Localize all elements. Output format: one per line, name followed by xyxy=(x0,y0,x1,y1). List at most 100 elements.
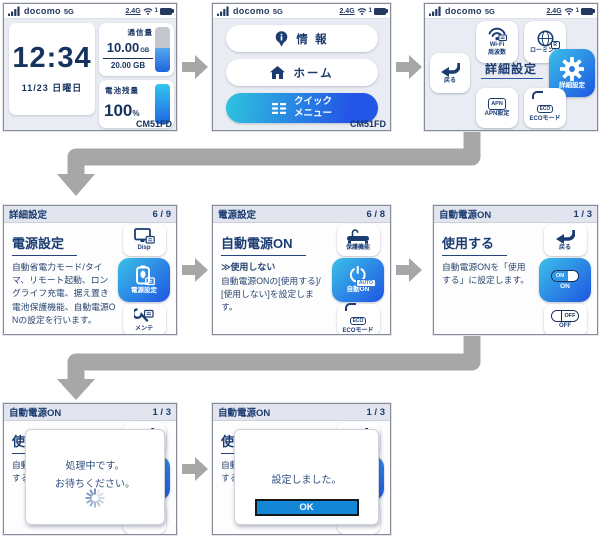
item-description: 自動電源ONを「使用する」に設定します。 xyxy=(442,262,530,286)
page-indicator: 6 / 9 xyxy=(152,208,172,220)
data-usage-gauge xyxy=(155,27,170,72)
toggle-on-icon: ON xyxy=(551,269,579,282)
wifi-band-label: 2.4G xyxy=(339,7,355,15)
back-button-tile[interactable]: 戻る xyxy=(430,53,470,93)
wifi-client-count: 1 xyxy=(368,8,372,14)
complete-dialog: 設定しました。 OK xyxy=(234,429,379,525)
auto-on-tile-selected[interactable]: AUTO 自動ON xyxy=(332,258,384,302)
header-title: 自動電源ON xyxy=(9,408,62,419)
globe-roaming-icon xyxy=(536,30,554,47)
off-tile[interactable]: OFF OFF xyxy=(543,304,587,334)
data-usage-card: 通信量 10.00GB 20.00 GB xyxy=(99,23,174,76)
list-menu-icon xyxy=(271,102,286,114)
battery-percent-unit: % xyxy=(132,109,140,118)
clock-date: 11/23 日曜日 xyxy=(21,83,83,93)
ok-button[interactable]: OK xyxy=(254,499,359,516)
home-button-label: ホーム xyxy=(293,67,334,80)
right-arrow-icon xyxy=(182,258,208,282)
back-arrow-icon xyxy=(555,229,575,244)
screen-power-settings-category: 詳細設定 6 / 9 電源設定 自動省電力モード/タイマ、リモート起動、ロングラ… xyxy=(3,205,177,335)
body-text: 電源設定 自動省電力モード/タイマ、リモート起動、ロングライフ充電、据え置き電池… xyxy=(12,233,116,327)
data-usage-values: 10.00GB 20.00 GB xyxy=(103,39,153,70)
auto-badge: AUTO xyxy=(356,279,376,288)
info-button-label: 情 報 xyxy=(296,33,329,46)
right-arrow-icon xyxy=(396,55,422,79)
roaming-badge: R xyxy=(550,40,560,49)
tile-column: 保護機能 AUTO 自動ON ECO ECOモード xyxy=(330,224,386,334)
tile-column: Disp 電源設定 メンテ xyxy=(116,224,172,334)
battery-gauge xyxy=(155,84,170,124)
apn-settings-tile[interactable]: APN APN設定 xyxy=(476,88,518,128)
battery-icon xyxy=(160,7,174,15)
battery-icon xyxy=(581,7,595,15)
home-button[interactable]: ホーム xyxy=(226,59,378,86)
header-title: 詳細設定 xyxy=(9,210,48,221)
page-indicator: 1 / 3 xyxy=(573,208,593,220)
page-header: 電源設定 6 / 8 xyxy=(213,206,390,223)
battery-protection-icon xyxy=(347,228,369,244)
page-indicator: 1 / 3 xyxy=(366,406,386,418)
carrier-label: docomo xyxy=(445,6,482,16)
page-header: 詳細設定 6 / 9 xyxy=(4,206,176,223)
device-model-label: CM51FD xyxy=(135,119,172,129)
page-title: 詳細設定 xyxy=(484,62,537,76)
power-settings-tile-selected[interactable]: 電源設定 xyxy=(118,258,170,302)
data-used-unit: GB xyxy=(140,48,150,54)
network-type-label: 5G xyxy=(484,6,495,16)
toggle-off-icon: OFF xyxy=(551,310,579,323)
maintenance-tile[interactable]: メンテ xyxy=(122,304,166,334)
complete-message: 設定しました。 xyxy=(271,475,342,486)
screen-menu: docomo 5G 2.4G 1 情 報 ホーム クイックメニュー CM51FD xyxy=(212,3,391,131)
network-type-label: 5G xyxy=(272,6,283,16)
screen-auto-power-on-category: 電源設定 6 / 8 自動電源ON ≫使用しない 自動電源ONの[使用する]/[… xyxy=(212,205,391,335)
title-underline xyxy=(481,78,543,79)
signal-strength-icon xyxy=(217,6,229,16)
loading-spinner-icon xyxy=(85,488,105,508)
clock-card: 12:34 11/23 日曜日 xyxy=(9,23,95,115)
item-description: 自動省電力モード/タイマ、リモート起動、ロングライフ充電、据え置き電池保護機能、… xyxy=(12,262,116,325)
display-icon xyxy=(133,228,155,244)
quick-menu-label: クイックメニュー xyxy=(293,95,332,119)
right-arrow-icon xyxy=(396,258,422,282)
display-settings-tile[interactable]: Disp xyxy=(122,224,166,256)
eco-mode-tile[interactable]: ECO ECOモード xyxy=(524,88,566,128)
quick-menu-button[interactable]: クイックメニュー xyxy=(226,93,378,123)
gear-icon xyxy=(560,56,584,81)
right-arrow-icon xyxy=(182,457,208,481)
wifi-frequency-tile[interactable]: Wi-Fi 周波数 xyxy=(476,21,518,63)
info-button[interactable]: 情 報 xyxy=(226,25,378,52)
page-header: 自動電源ON 1 / 3 xyxy=(213,404,390,421)
apn-icon: APN xyxy=(488,98,506,111)
tile-column: 戻る ON ON OFF OFF xyxy=(537,224,593,334)
back-button-tile[interactable]: 戻る xyxy=(543,224,587,256)
screen-auto-power-on-enable: 自動電源ON 1 / 3 使用する 自動電源ONを「使用する」に設定します。 戻… xyxy=(433,205,598,335)
wrench-icon xyxy=(134,307,154,322)
header-title: 電源設定 xyxy=(218,210,257,221)
wifi-frequency-icon xyxy=(488,27,507,42)
data-used-value: 10.00 xyxy=(106,40,140,55)
wifi-band-label: 2.4G xyxy=(546,7,562,15)
right-arrow-icon xyxy=(182,55,208,79)
signal-strength-icon xyxy=(8,6,20,16)
protection-function-tile[interactable]: 保護機能 xyxy=(336,224,380,256)
header-title: 自動電源ON xyxy=(439,210,492,221)
battery-card: 電池残量 100% xyxy=(99,80,174,128)
page-indicator: 1 / 3 xyxy=(152,406,172,418)
roaming-tile[interactable]: R ローミング xyxy=(524,21,566,63)
current-setting-value: ≫使用しない xyxy=(221,262,276,272)
clock-time: 12:34 xyxy=(12,42,92,74)
page-header: 自動電源ON 1 / 3 xyxy=(434,206,597,223)
device-model-label: CM51FD xyxy=(349,119,386,129)
status-bar: docomo 5G 2.4G 1 xyxy=(213,4,390,19)
eco-mode-icon: ECO xyxy=(344,303,367,327)
wifi-band-label: 2.4G xyxy=(125,7,141,15)
back-arrow-icon xyxy=(440,62,460,77)
wifi-icon xyxy=(564,8,574,15)
item-title: 電源設定 xyxy=(12,233,78,256)
signal-strength-icon xyxy=(429,6,441,16)
wifi-icon xyxy=(357,8,367,15)
on-tile-selected[interactable]: ON ON xyxy=(539,258,591,302)
home-icon xyxy=(270,66,286,79)
statusbar-right: 2.4G 1 xyxy=(125,7,174,15)
eco-mode-tile[interactable]: ECO ECOモード xyxy=(336,303,380,334)
